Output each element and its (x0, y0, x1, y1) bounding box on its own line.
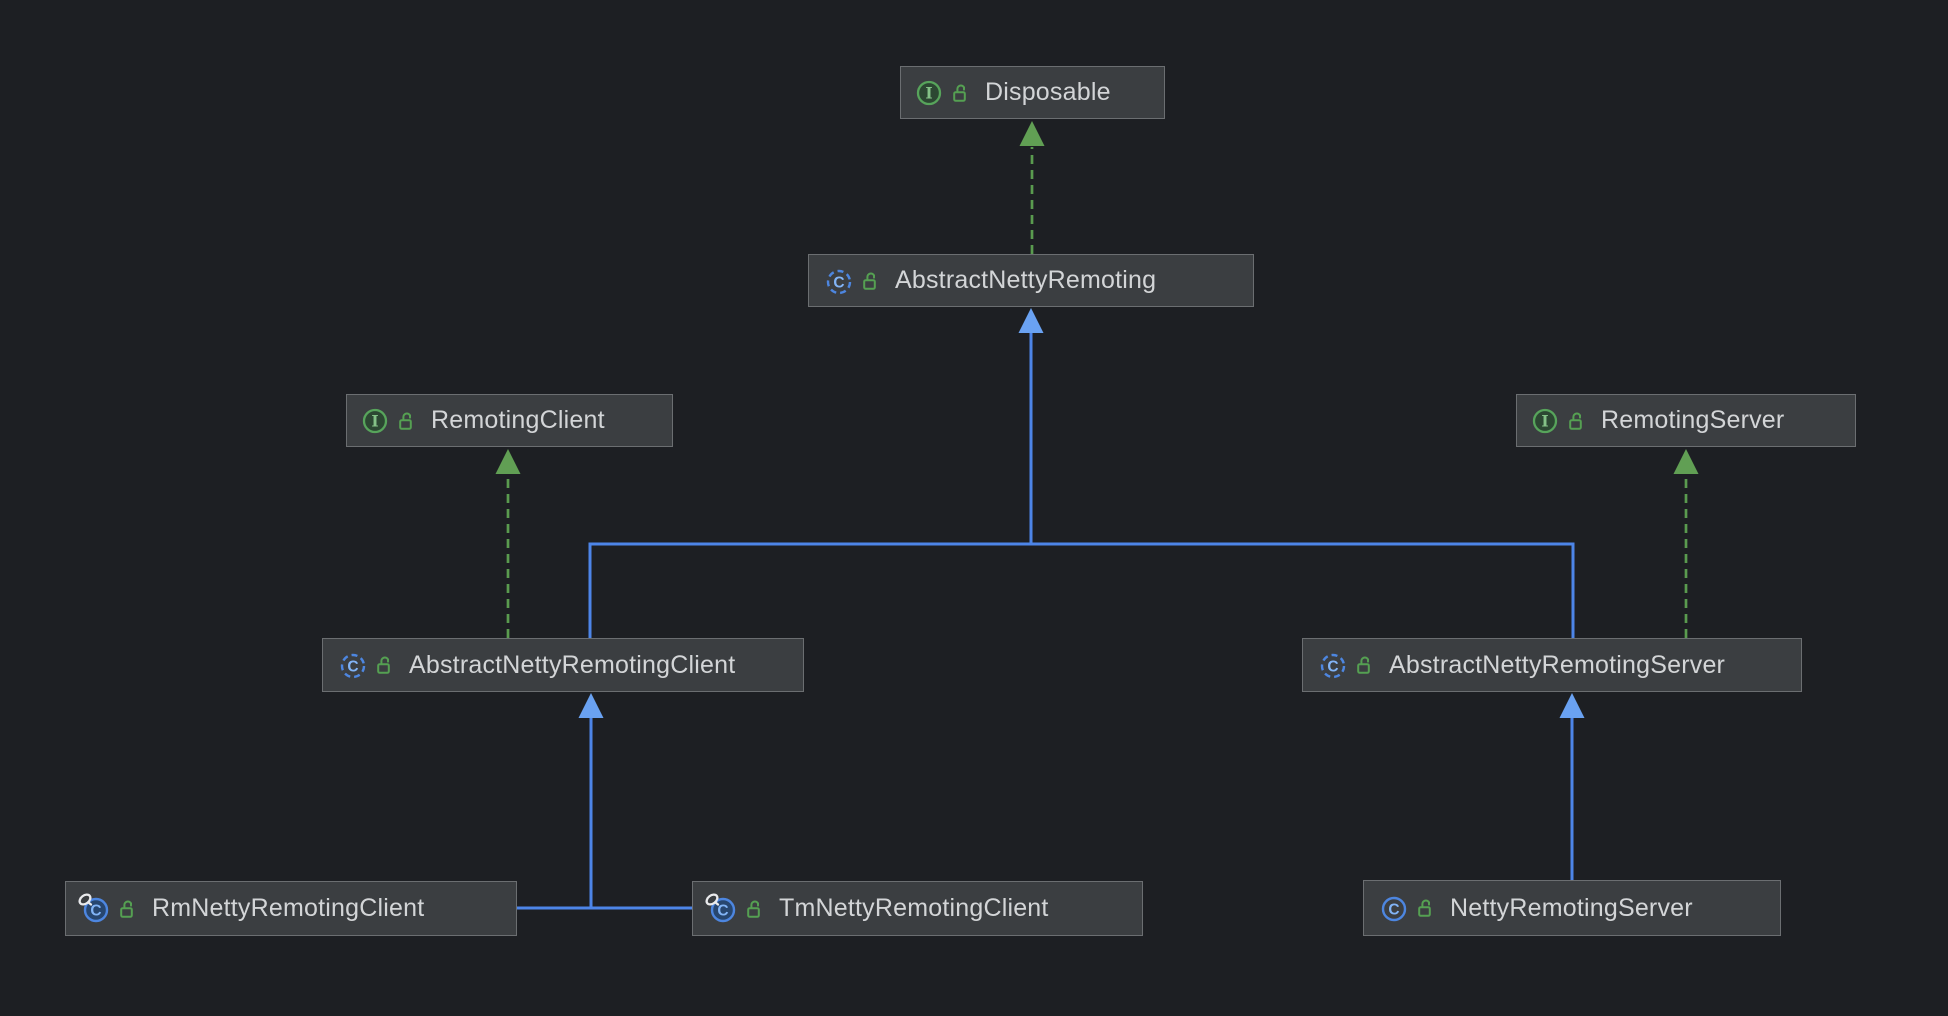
svg-text:C: C (90, 902, 101, 919)
svg-text:C: C (717, 902, 728, 919)
ring-overlay-icon (78, 892, 93, 906)
svg-text:C: C (347, 659, 358, 676)
public-lock-icon (376, 655, 394, 675)
public-lock-icon (119, 899, 137, 919)
node-netty-remoting-server[interactable]: C NettyRemotingServer (1363, 880, 1781, 936)
node-remoting-client[interactable]: I RemotingClient (346, 394, 673, 447)
class-icon: C (78, 892, 110, 924)
node-abstract-netty-remoting[interactable]: C AbstractNettyRemoting (808, 254, 1254, 307)
abstract-class-icon: C (823, 266, 853, 296)
svg-text:I: I (925, 83, 932, 102)
class-icon: C (705, 892, 737, 924)
svg-text:I: I (1541, 411, 1548, 430)
class-icon: C (1378, 893, 1408, 923)
ring-overlay-icon (705, 892, 720, 906)
node-tm-netty-remoting-client[interactable]: C TmNettyRemotingClient (692, 881, 1143, 936)
edge-abstractnettyremotingserver-implements-remotingserver (1673, 449, 1699, 638)
node-abstract-netty-remoting-client[interactable]: C AbstractNettyRemotingClient (322, 638, 804, 692)
node-label: AbstractNettyRemotingClient (409, 650, 736, 679)
node-label: NettyRemotingServer (1450, 893, 1693, 922)
node-label: AbstractNettyRemotingServer (1389, 650, 1726, 679)
svg-text:C: C (1388, 902, 1399, 919)
edge-clients-extend-abstractnettyremotingclient (578, 693, 604, 908)
abstract-class-icon: C (1317, 650, 1347, 680)
public-lock-icon (952, 83, 970, 103)
edge-rail-arrow-into-abstractnettyremoting (1018, 308, 1044, 544)
node-label: RemotingServer (1601, 406, 1785, 434)
public-lock-icon (1356, 655, 1374, 675)
interface-icon: I (361, 407, 389, 435)
public-lock-icon (1417, 898, 1435, 918)
implements-arrowhead (1019, 121, 1045, 146)
public-lock-icon (1568, 411, 1586, 431)
node-rm-netty-remoting-client[interactable]: C RmNettyRemotingClient (65, 881, 517, 936)
node-remoting-server[interactable]: I RemotingServer (1516, 394, 1856, 447)
node-label: RemotingClient (431, 406, 605, 434)
implements-arrowhead (1673, 449, 1699, 474)
public-lock-icon (862, 271, 880, 291)
node-label: RmNettyRemotingClient (152, 894, 425, 922)
svg-text:I: I (371, 411, 378, 430)
public-lock-icon (398, 411, 416, 431)
edge-extends-rail-abstractnettyremoting (588, 542, 1575, 638)
svg-text:C: C (1327, 659, 1338, 676)
interface-icon: I (915, 79, 943, 107)
node-label: AbstractNettyRemoting (895, 266, 1157, 294)
extends-arrowhead (1018, 308, 1044, 333)
node-label: Disposable (985, 78, 1111, 106)
node-label: TmNettyRemotingClient (779, 894, 1049, 922)
interface-icon: I (1531, 407, 1559, 435)
extends-arrowhead (578, 693, 604, 718)
edge-abstractnettyremotingclient-implements-remotingclient (495, 449, 521, 638)
edge-nettyremotingserver-extends-abstractnettyremotingserver (1559, 693, 1585, 880)
edge-abstractnettyremoting-implements-disposable (1019, 121, 1045, 254)
node-disposable[interactable]: I Disposable (900, 66, 1165, 119)
svg-text:C: C (833, 274, 844, 291)
extends-arrowhead (1559, 693, 1585, 718)
public-lock-icon (746, 899, 764, 919)
node-abstract-netty-remoting-server[interactable]: C AbstractNettyRemotingServer (1302, 638, 1802, 692)
abstract-class-icon: C (337, 650, 367, 680)
implements-arrowhead (495, 449, 521, 474)
